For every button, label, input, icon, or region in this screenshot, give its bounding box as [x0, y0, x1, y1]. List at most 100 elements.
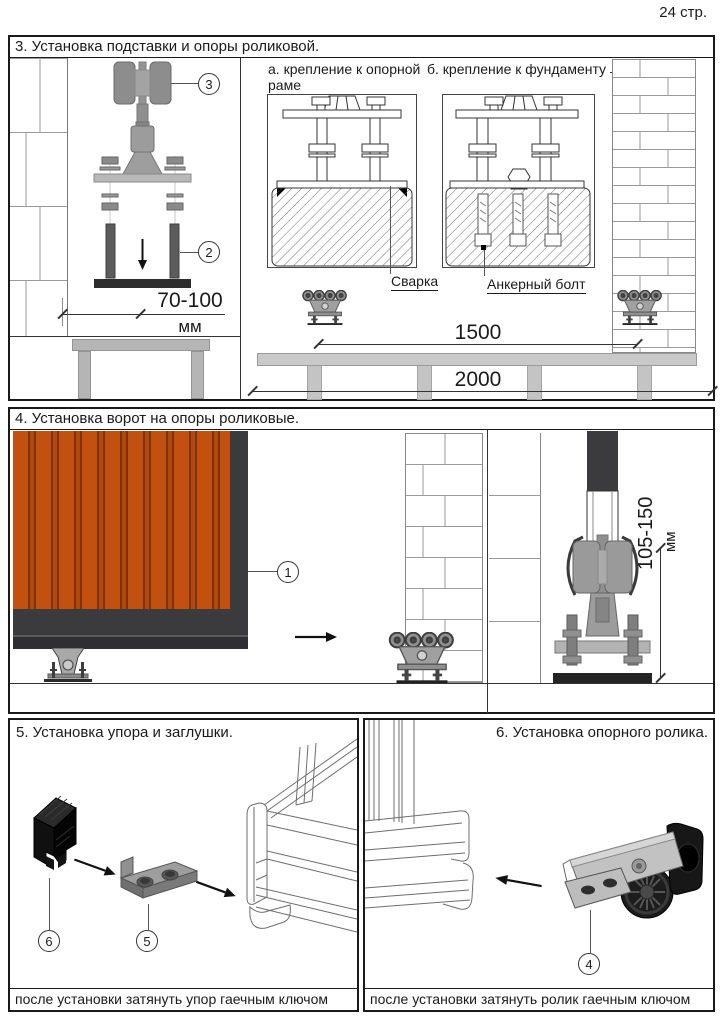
channel-edges: [592, 491, 613, 543]
channel-stand: [72, 339, 210, 400]
stud-assembly: [468, 117, 560, 184]
arrow-right-icon: [73, 858, 116, 876]
plug-tab-2: [58, 853, 66, 868]
callout-4-number: 4: [585, 956, 593, 972]
weld-label: Сварка: [391, 273, 439, 292]
stop-hole-1-inner: [140, 878, 150, 884]
callout-3-leader: [171, 83, 198, 84]
trolley-plate: [622, 311, 658, 317]
roller-wheels: [572, 534, 633, 594]
channel-stand-top: [72, 339, 210, 351]
dim-offset-value: 70-100: [157, 289, 223, 312]
block-wall-strip: [10, 58, 68, 336]
panel-step-6: 6. Установка опорного ролика.: [363, 718, 715, 1012]
support-base: [44, 679, 92, 682]
wire-beam-edges: [255, 810, 357, 933]
trolley-studs: [626, 315, 654, 324]
callout-6: 6: [38, 930, 60, 952]
callout-5-number: 5: [143, 933, 151, 949]
trolley-wheels: [388, 632, 454, 649]
trolley-plate: [397, 663, 447, 671]
callout-2: 2: [198, 241, 220, 263]
trolley-base: [622, 323, 658, 325]
callout-5: 5: [136, 930, 158, 952]
brick-pillar-right: [489, 433, 541, 683]
panel-3-content: 3 2 70-100 мм а. крепление к опорной рам…: [10, 58, 718, 400]
anchor-label: Анкерный болт: [487, 276, 586, 295]
arrow-right-icon: [295, 632, 337, 642]
wire-post: [368, 720, 415, 824]
panel-step-4: 4. Установка ворот на опоры роликовые. 1: [8, 407, 715, 714]
label-variant-a: а. крепление к опорной раме: [268, 61, 421, 94]
roller-trolley-small-left: [302, 290, 347, 325]
end-roller-hub: [639, 884, 655, 900]
trolley-studs: [311, 315, 339, 324]
plug-tab-1: [46, 856, 54, 870]
roller-support-under-gate: [44, 648, 92, 682]
weld-leader: [390, 186, 391, 274]
callout-2-leader: [180, 252, 198, 253]
anchor-bolts: [474, 193, 562, 247]
dim-offset-unit: мм: [178, 317, 202, 336]
wire-post: [295, 742, 317, 806]
concrete-block: [271, 187, 413, 267]
callout-2-number: 2: [205, 244, 213, 260]
channel-stand-leg-left: [78, 351, 91, 399]
stop-tab: [120, 856, 134, 879]
plug-ribs: [38, 796, 73, 821]
channel-stand-leg-right: [191, 351, 204, 399]
bracket-and-plate: [93, 151, 192, 183]
wire-lip: [255, 858, 268, 881]
gate-corner-wireframe: [365, 720, 474, 910]
foundation-post-1: [307, 366, 322, 400]
callout-6-number: 6: [45, 933, 53, 949]
drawing-mount-to-foundation: [442, 94, 595, 268]
gate-frame-bottom: [13, 609, 248, 635]
wheel-guards: [566, 535, 639, 596]
nuts-washers: [99, 156, 186, 211]
callout-4: 4: [578, 953, 600, 975]
trolley-plate: [307, 311, 343, 317]
page-number: 24 стр.: [659, 4, 707, 21]
top-bolt-assembly: [282, 95, 402, 119]
panel-6-content: 6. Установка опорного ролика.: [365, 720, 713, 1010]
callout-4-leader: [590, 910, 591, 953]
anchor-leader: [484, 250, 485, 276]
plug-side-ribs: [55, 825, 75, 848]
end-roller-illustration: [562, 822, 704, 919]
dim-offset-line: [62, 314, 225, 315]
anchor-studs: [105, 223, 180, 279]
support-studs: [562, 614, 643, 666]
subpanel-divider: [487, 430, 488, 713]
support-base-plate: [553, 673, 652, 683]
dim-total-line: [252, 391, 712, 392]
roller-trolley-side: [388, 632, 454, 683]
trolley-wheels: [302, 290, 347, 302]
dim-spacing-value: 1500: [454, 321, 502, 344]
down-arrow-icon: [138, 239, 147, 270]
foundation-post-2: [417, 366, 432, 400]
trolley-hub: [636, 302, 644, 310]
gate-rail-gap: [13, 635, 248, 637]
gate-rail-channel: [586, 490, 619, 544]
support-plate: [554, 640, 651, 654]
roller-wheels: [113, 61, 172, 105]
stop-plate-gray: [119, 856, 199, 899]
panel-step-5: 5. Установка упора и заглушки.: [8, 718, 359, 1012]
foundation-beam: [257, 353, 697, 366]
base-plate: [94, 279, 191, 288]
arrow-right-icon: [195, 880, 236, 898]
gate-rail-dark: [587, 431, 618, 491]
wire-end-face: [450, 810, 470, 862]
subpanel-divider: [240, 58, 241, 400]
wire-bottom-cap: [442, 862, 474, 910]
trolley-wheels: [617, 290, 662, 302]
top-bolt-assembly: [455, 95, 579, 119]
end-roller-foot-hole-2: [603, 878, 617, 888]
foundation-post-3: [527, 366, 542, 400]
callout-3: 3: [198, 73, 220, 95]
trolley-base: [396, 680, 448, 683]
panel-4-title: 4. Установка ворот на опоры роликовые.: [10, 409, 713, 430]
dim-clearance-unit: мм: [662, 531, 679, 552]
